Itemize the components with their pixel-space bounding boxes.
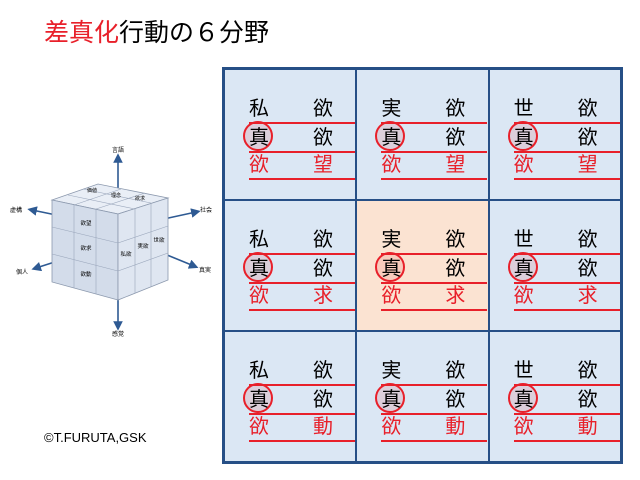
cube-right-label-3: 世欲 xyxy=(153,236,165,244)
cube-left-label-1: 欲望 xyxy=(80,219,92,227)
cell-line-3: 欲望 xyxy=(513,152,620,180)
axis-label-top: 言語 xyxy=(112,146,124,154)
axis-label-right-lower: 真実 xyxy=(199,266,211,274)
cell-line-3: 欲動 xyxy=(513,414,620,442)
grid-cell-center: 実欲 真欲 欲求 xyxy=(356,200,489,331)
grid-cell: 世欲 真欲 欲求 xyxy=(488,200,621,331)
cell-line-1: 私欲 xyxy=(249,227,355,255)
copyright-text: ©T.FURUTA,GSK xyxy=(44,430,147,445)
cell-line-3: 欲求 xyxy=(249,283,355,311)
page-title: 差真化行動の６分野 xyxy=(44,16,269,50)
cell-line-1: 実欲 xyxy=(381,358,488,386)
circle-highlight xyxy=(243,383,273,413)
circle-highlight xyxy=(375,383,406,413)
cell-line-3: 欲望 xyxy=(381,152,488,180)
cell-line-3: 欲動 xyxy=(249,414,355,442)
cube-top-label-1: 価値 xyxy=(87,187,97,194)
behavior-grid: 私欲 真欲 欲望 実欲 真欲 欲望 世欲 真欲 欲望 私欲 真欲 欲求 実欲 真… xyxy=(222,67,623,464)
cell-line-1: 私欲 xyxy=(249,96,355,124)
circle-highlight xyxy=(243,252,273,282)
cube-right-face xyxy=(117,197,169,301)
cell-line-3: 欲動 xyxy=(381,414,488,442)
cube-diagram: 言語 虚構 社会 個人 真実 感覚 価値 理念 欲求 欲望 欲求 欲動 私欲 実… xyxy=(0,140,230,340)
cube-top-label-2: 理念 xyxy=(111,192,121,199)
cell-line-1: 私欲 xyxy=(249,358,355,386)
cube-right-label-2: 実欲 xyxy=(137,242,149,250)
circle-highlight xyxy=(507,121,538,151)
circle-highlight xyxy=(375,121,406,151)
cell-line-1: 世欲 xyxy=(513,96,620,124)
grid-cell: 世欲 真欲 欲動 xyxy=(488,331,621,462)
grid-cell: 私欲 真欲 欲求 xyxy=(224,200,357,331)
grid-cell: 実欲 真欲 欲動 xyxy=(356,331,489,462)
cube-right-label-1: 私欲 xyxy=(120,250,132,258)
cell-line-2: 真欲 xyxy=(243,252,355,284)
cube-svg: 言語 虚構 社会 個人 真実 感覚 価値 理念 欲求 欲望 欲求 欲動 私欲 実… xyxy=(10,146,212,338)
cube-left-label-3: 欲動 xyxy=(80,270,92,278)
title-rest: 行動の６分野 xyxy=(119,18,270,47)
cell-line-1: 実欲 xyxy=(381,96,488,124)
circle-highlight xyxy=(243,121,273,151)
cell-line-1: 世欲 xyxy=(513,227,620,255)
cell-line-3: 欲望 xyxy=(249,152,355,180)
cell-line-1: 実欲 xyxy=(381,227,488,255)
circle-highlight xyxy=(507,383,538,413)
axis-label-left-lower: 個人 xyxy=(16,268,28,276)
cell-line-2: 真欲 xyxy=(507,121,620,153)
grid-cell: 世欲 真欲 欲望 xyxy=(488,69,621,200)
grid-cell: 私欲 真欲 欲望 xyxy=(224,69,357,200)
cell-line-3: 欲求 xyxy=(381,283,488,311)
cube-top-label-3: 欲求 xyxy=(135,195,145,202)
cell-line-2: 真欲 xyxy=(243,121,355,153)
cell-line-3: 欲求 xyxy=(513,283,620,311)
circle-highlight xyxy=(507,252,538,282)
cell-line-2: 真欲 xyxy=(507,383,620,415)
circle-highlight xyxy=(375,252,406,282)
cell-line-2: 真欲 xyxy=(375,121,488,153)
axis-label-bottom: 感覚 xyxy=(112,330,124,338)
cell-line-2: 真欲 xyxy=(375,383,488,415)
cell-line-1: 世欲 xyxy=(513,358,620,386)
grid-cell: 実欲 真欲 欲望 xyxy=(356,69,489,200)
cell-line-2: 真欲 xyxy=(507,252,620,284)
grid-cell: 私欲 真欲 欲動 xyxy=(224,331,357,462)
title-highlight: 差真化 xyxy=(44,18,120,47)
cell-line-2: 真欲 xyxy=(375,252,488,284)
axis-label-right-upper: 社会 xyxy=(200,206,212,214)
cell-line-2: 真欲 xyxy=(243,383,355,415)
cube-left-label-2: 欲求 xyxy=(80,244,92,252)
axis-label-left-upper: 虚構 xyxy=(10,206,22,214)
